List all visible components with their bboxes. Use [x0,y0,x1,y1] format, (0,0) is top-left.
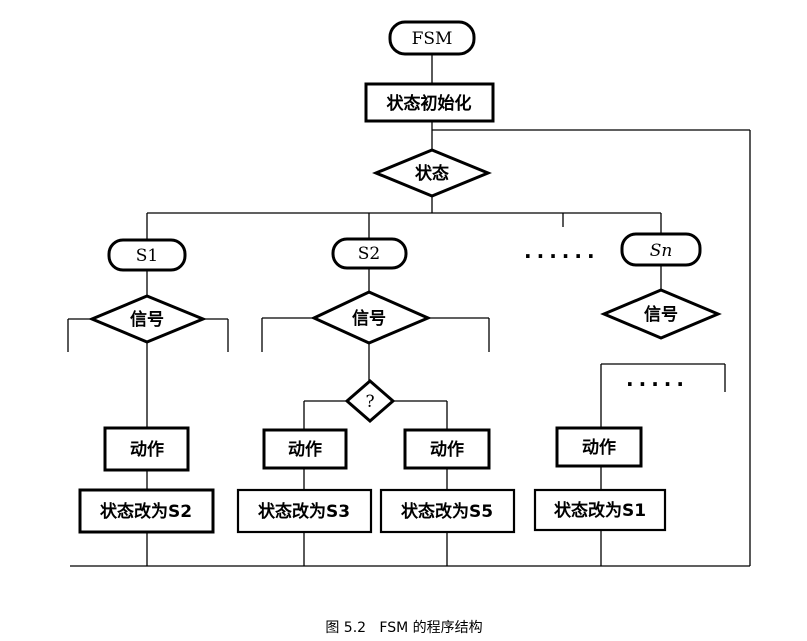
s1-to-s2-box: 状态改为S2 [78,488,215,534]
s1-label: S1 [136,246,158,266]
sn-label: Sn [650,241,673,261]
state-switch-label: 状态 [415,163,449,184]
state-init-label: 状态初始化 [387,93,472,114]
s2-action-left-label: 动作 [288,439,322,460]
state-switch-diamond: 状态 [372,148,492,198]
s1-action-box: 动作 [103,426,190,472]
sn-signal-label: 信号 [644,304,678,325]
sn-action-box: 动作 [555,426,643,468]
s2-signal-diamond: 信号 [310,290,432,345]
s1-action-label: 动作 [130,439,164,460]
s1-signal-label: 信号 [130,309,164,330]
fsm-start-label: FSM [412,29,453,49]
s2-signal-label: 信号 [352,308,386,329]
sn-signal-diamond: 信号 [600,288,722,340]
s2-condition-label: ? [365,392,374,412]
s2-action-left-box: 动作 [262,428,348,470]
sn-to-s1-box: 状态改为S1 [533,488,667,532]
figure-caption: 图 5.2 FSM 的程序结构 [325,620,482,636]
s2-to-s5-label: 状态改为S5 [401,501,493,522]
s1-to-s2-label: 状态改为S2 [100,501,192,522]
s2-action-right-box: 动作 [403,428,491,470]
s2-to-s5-box: 状态改为S5 [379,488,516,534]
s2-label: S2 [358,244,380,264]
s2-to-s3-box: 状态改为S3 [236,488,373,534]
s1-node: S1 [107,238,187,272]
sn-node: Sn [620,232,702,267]
states-ellipsis: ...... [524,239,600,263]
fsm-start-node: FSM [388,20,476,56]
sn-to-s1-label: 状态改为S1 [554,500,646,521]
s2-condition-diamond: ? [344,379,396,423]
connector-lines [67,54,751,567]
s1-signal-diamond: 信号 [88,294,207,344]
state-init-node: 状态初始化 [364,82,495,123]
s2-node: S2 [331,237,408,270]
s2-to-s3-label: 状态改为S3 [258,501,350,522]
sn-action-label: 动作 [582,437,616,458]
branches-ellipsis: ..... [626,367,689,391]
s2-action-right-label: 动作 [430,439,464,460]
